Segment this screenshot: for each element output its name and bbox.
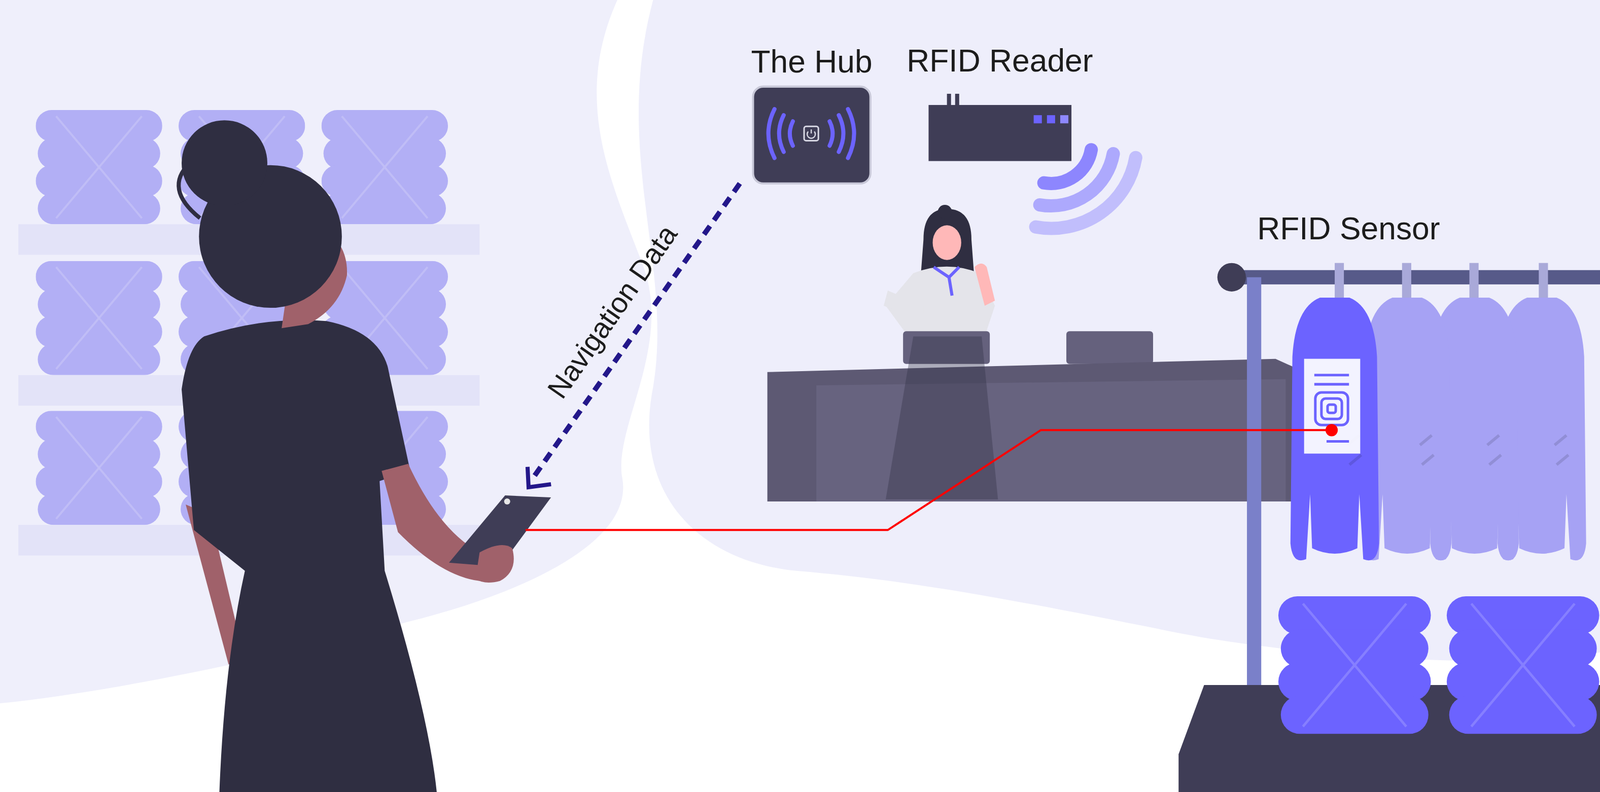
wire-dot xyxy=(1325,424,1338,437)
rfid-reader-device xyxy=(928,93,1136,229)
device-label: RFID Reader xyxy=(906,42,1093,80)
cashier-face xyxy=(932,225,962,260)
tag-card xyxy=(1304,359,1361,455)
hub-box xyxy=(752,86,871,184)
arrow-head xyxy=(527,467,551,488)
hub-waves xyxy=(768,109,855,158)
cashier-hand xyxy=(974,263,995,306)
wave-arc xyxy=(838,115,844,152)
wave-arc xyxy=(768,109,775,158)
wire-line xyxy=(525,430,1332,531)
status-light xyxy=(1060,115,1069,124)
tablet-camera xyxy=(504,498,511,505)
part-label: RFID Sensor xyxy=(1257,211,1440,248)
navigation-arrow xyxy=(527,183,740,488)
hanger xyxy=(1402,263,1412,302)
power-icon xyxy=(807,129,816,138)
clothes-stack xyxy=(35,110,162,225)
wave-arc xyxy=(779,115,784,152)
hanger xyxy=(1334,263,1344,302)
device-node: The Hub xyxy=(750,43,873,184)
wave-arc xyxy=(848,109,855,158)
wave-arc xyxy=(1039,153,1114,206)
tag-coil xyxy=(1315,392,1348,426)
shopper-hair-strand xyxy=(178,163,200,219)
tag-coil xyxy=(1327,404,1336,413)
hanger xyxy=(1469,263,1479,302)
clothes-stack xyxy=(35,410,162,526)
shopper xyxy=(178,120,551,792)
clothes-stack xyxy=(35,261,162,376)
device-label: The Hub xyxy=(750,43,873,81)
shopper-shirt xyxy=(181,320,437,792)
reader-box xyxy=(928,105,1072,162)
register xyxy=(1066,331,1154,364)
clothes-stack xyxy=(321,110,448,225)
rfid-tag xyxy=(1304,359,1361,455)
power-button xyxy=(804,126,819,141)
jacket xyxy=(1290,297,1380,561)
counter-front xyxy=(816,379,1286,502)
cashier-arm xyxy=(883,290,924,322)
cashier-legs xyxy=(885,336,998,500)
cashier xyxy=(883,204,995,337)
hub-device xyxy=(752,86,871,184)
cashier-scarf xyxy=(933,267,960,296)
tag-lines xyxy=(1314,375,1349,442)
wave-arc xyxy=(1035,157,1136,229)
shopper-bun xyxy=(181,120,268,206)
table xyxy=(1178,596,1600,792)
wave-arc xyxy=(829,121,833,146)
device-node: RFID Reader xyxy=(906,42,1094,161)
rack-knob xyxy=(1217,263,1246,292)
rack-pole xyxy=(1246,277,1262,727)
dashed-arrow-line xyxy=(533,183,740,478)
status-light xyxy=(1033,115,1042,124)
background-blob xyxy=(638,0,1600,662)
reader-waves xyxy=(1035,149,1136,229)
clothes-stack xyxy=(1278,596,1432,735)
shopper-hand xyxy=(475,545,514,583)
clothes-stack xyxy=(1446,596,1600,735)
hanger xyxy=(1538,263,1548,302)
tag-coil xyxy=(1321,398,1342,420)
status-light xyxy=(1047,115,1056,124)
cashier-bun xyxy=(937,204,953,220)
sensor-wire xyxy=(525,424,1338,531)
wave-arc xyxy=(789,121,793,146)
counter xyxy=(767,331,1299,502)
wave-arc xyxy=(1044,149,1092,184)
